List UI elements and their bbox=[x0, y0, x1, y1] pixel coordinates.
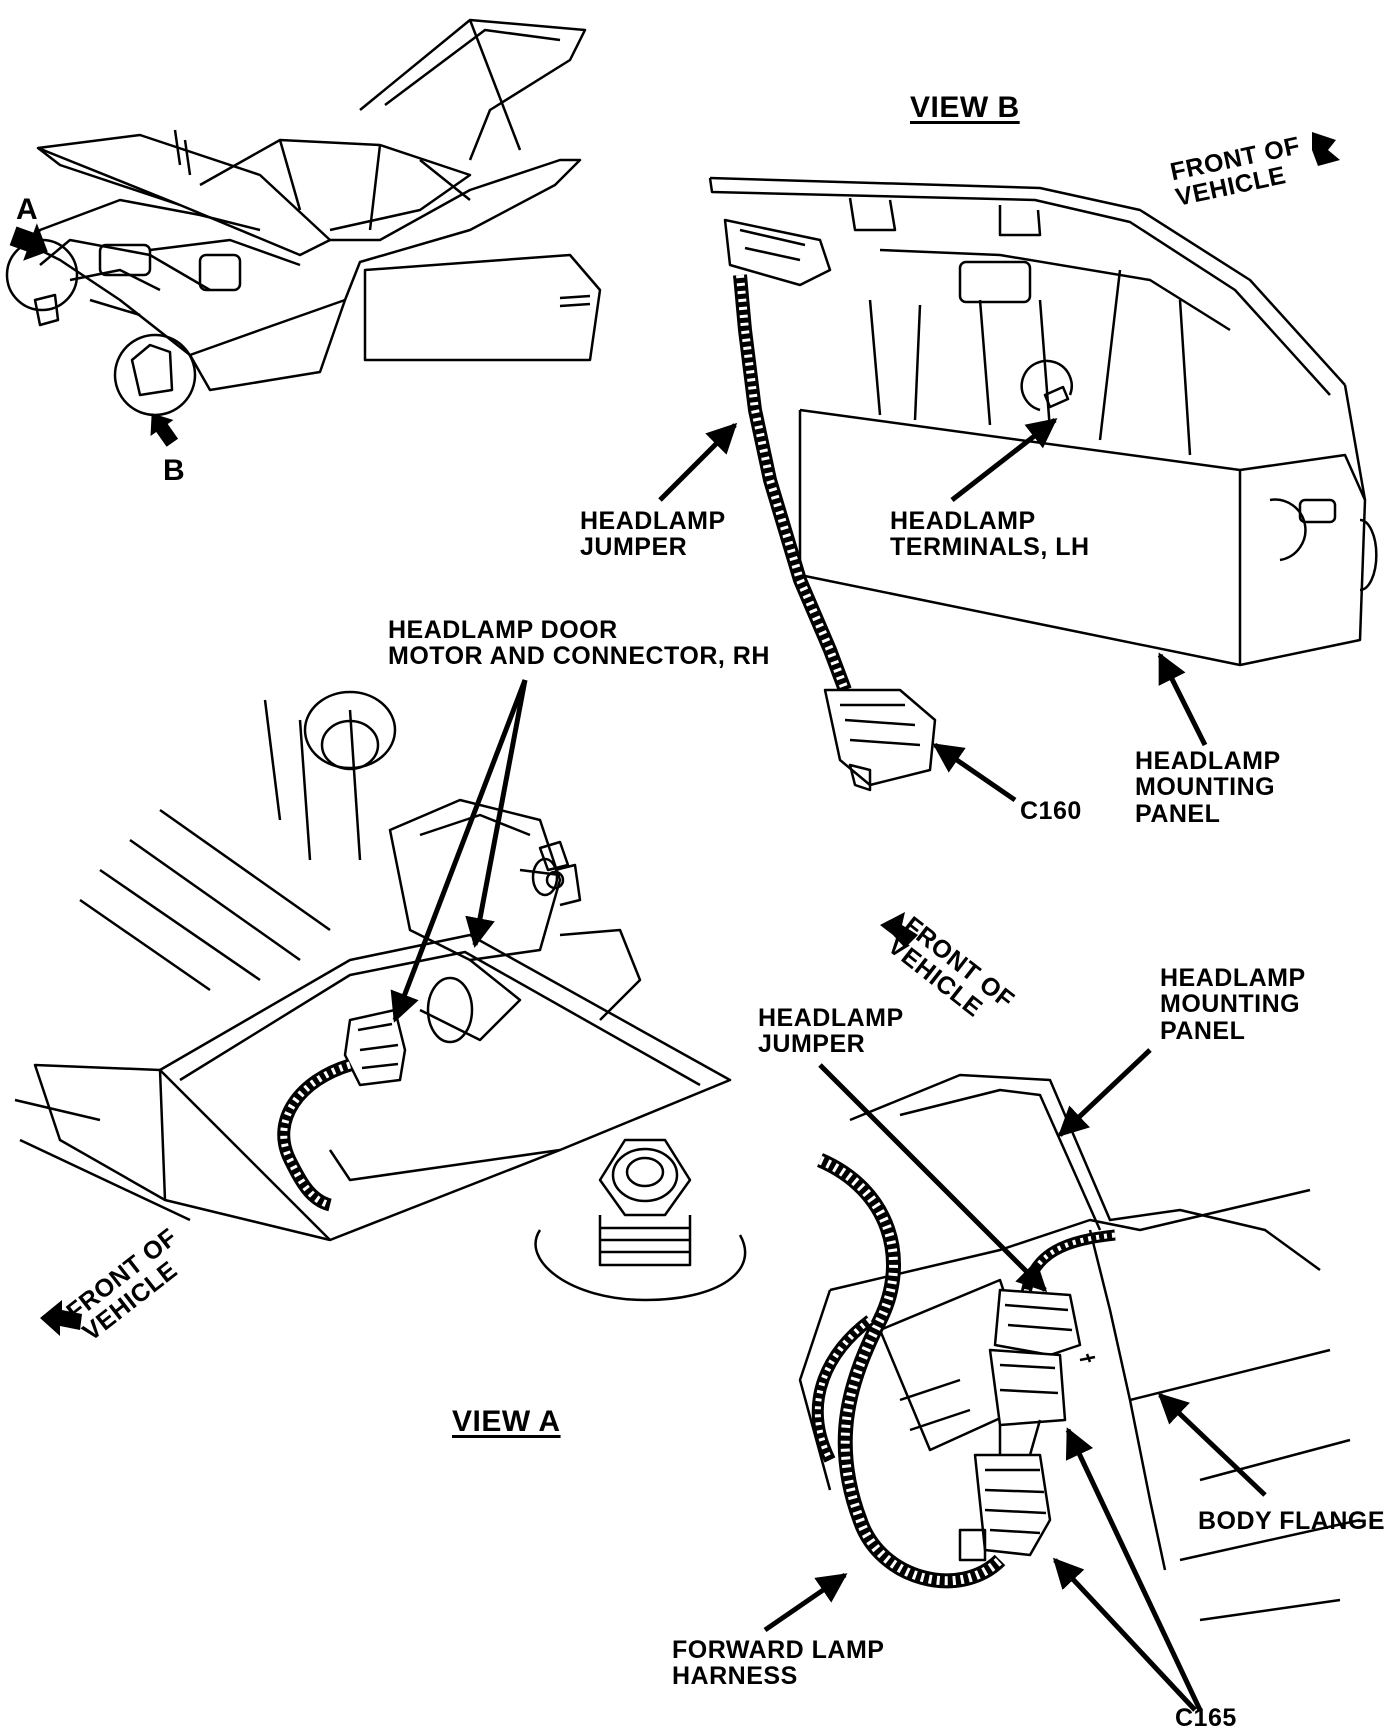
right-view-front-arrow-icon bbox=[880, 912, 918, 948]
marker-a-label: A bbox=[16, 193, 39, 226]
leader-arrow-icon bbox=[818, 1063, 1048, 1293]
view-b-headlamp-jumper-label: HEADLAMP JUMPER bbox=[580, 507, 726, 562]
overview-car-illustration bbox=[5, 18, 602, 417]
view-b-headlamp-terminals-label: HEADLAMP TERMINALS, LH bbox=[890, 507, 1090, 562]
view-a-front-arrow-icon bbox=[40, 1300, 82, 1336]
right-detail-illustration bbox=[798, 1073, 1361, 1622]
marker-b-label: B bbox=[163, 454, 186, 487]
right-view-c165-label: C165 bbox=[1175, 1704, 1237, 1732]
leader-arrow-icon bbox=[932, 742, 1017, 803]
leader-arrow-icon bbox=[1057, 1048, 1152, 1138]
leader-arrow-icon bbox=[390, 679, 528, 1023]
leader-arrow-icon bbox=[763, 1572, 848, 1633]
view-b-c160-label: C160 bbox=[1020, 797, 1082, 825]
right-view-headlamp-mounting-panel-label: HEADLAMP MOUNTING PANEL bbox=[1160, 964, 1306, 1045]
leader-arrow-icon bbox=[950, 418, 1058, 502]
leader-arrow-icon bbox=[1065, 1427, 1203, 1712]
marker-b-arrow-icon bbox=[150, 413, 179, 447]
right-view-body-flange-label: BODY FLANGE bbox=[1198, 1507, 1385, 1535]
leader-arrows bbox=[390, 418, 1267, 1712]
right-view-forward-lamp-harness-label: FORWARD LAMP HARNESS bbox=[672, 1636, 885, 1691]
view-a-illustration bbox=[14, 690, 747, 1302]
leader-arrow-icon bbox=[465, 679, 528, 948]
view-b-title: VIEW B bbox=[910, 91, 1020, 124]
leader-arrow-icon bbox=[658, 422, 738, 502]
view-a-title: VIEW A bbox=[452, 1405, 561, 1438]
view-b-front-arrow-icon bbox=[1312, 132, 1340, 166]
right-view-headlamp-jumper-label: HEADLAMP JUMPER bbox=[758, 1004, 904, 1059]
view-a-headlamp-door-motor-label: HEADLAMP DOOR MOTOR AND CONNECTOR, RH bbox=[388, 616, 770, 671]
leader-arrow-icon bbox=[1157, 1392, 1267, 1497]
marker-a-arrow-icon bbox=[9, 223, 48, 261]
leader-arrow-icon bbox=[1157, 652, 1208, 747]
leader-arrow-icon bbox=[1052, 1557, 1197, 1712]
view-b-illustration bbox=[708, 176, 1378, 792]
view-b-headlamp-mounting-panel-label: HEADLAMP MOUNTING PANEL bbox=[1135, 747, 1281, 828]
